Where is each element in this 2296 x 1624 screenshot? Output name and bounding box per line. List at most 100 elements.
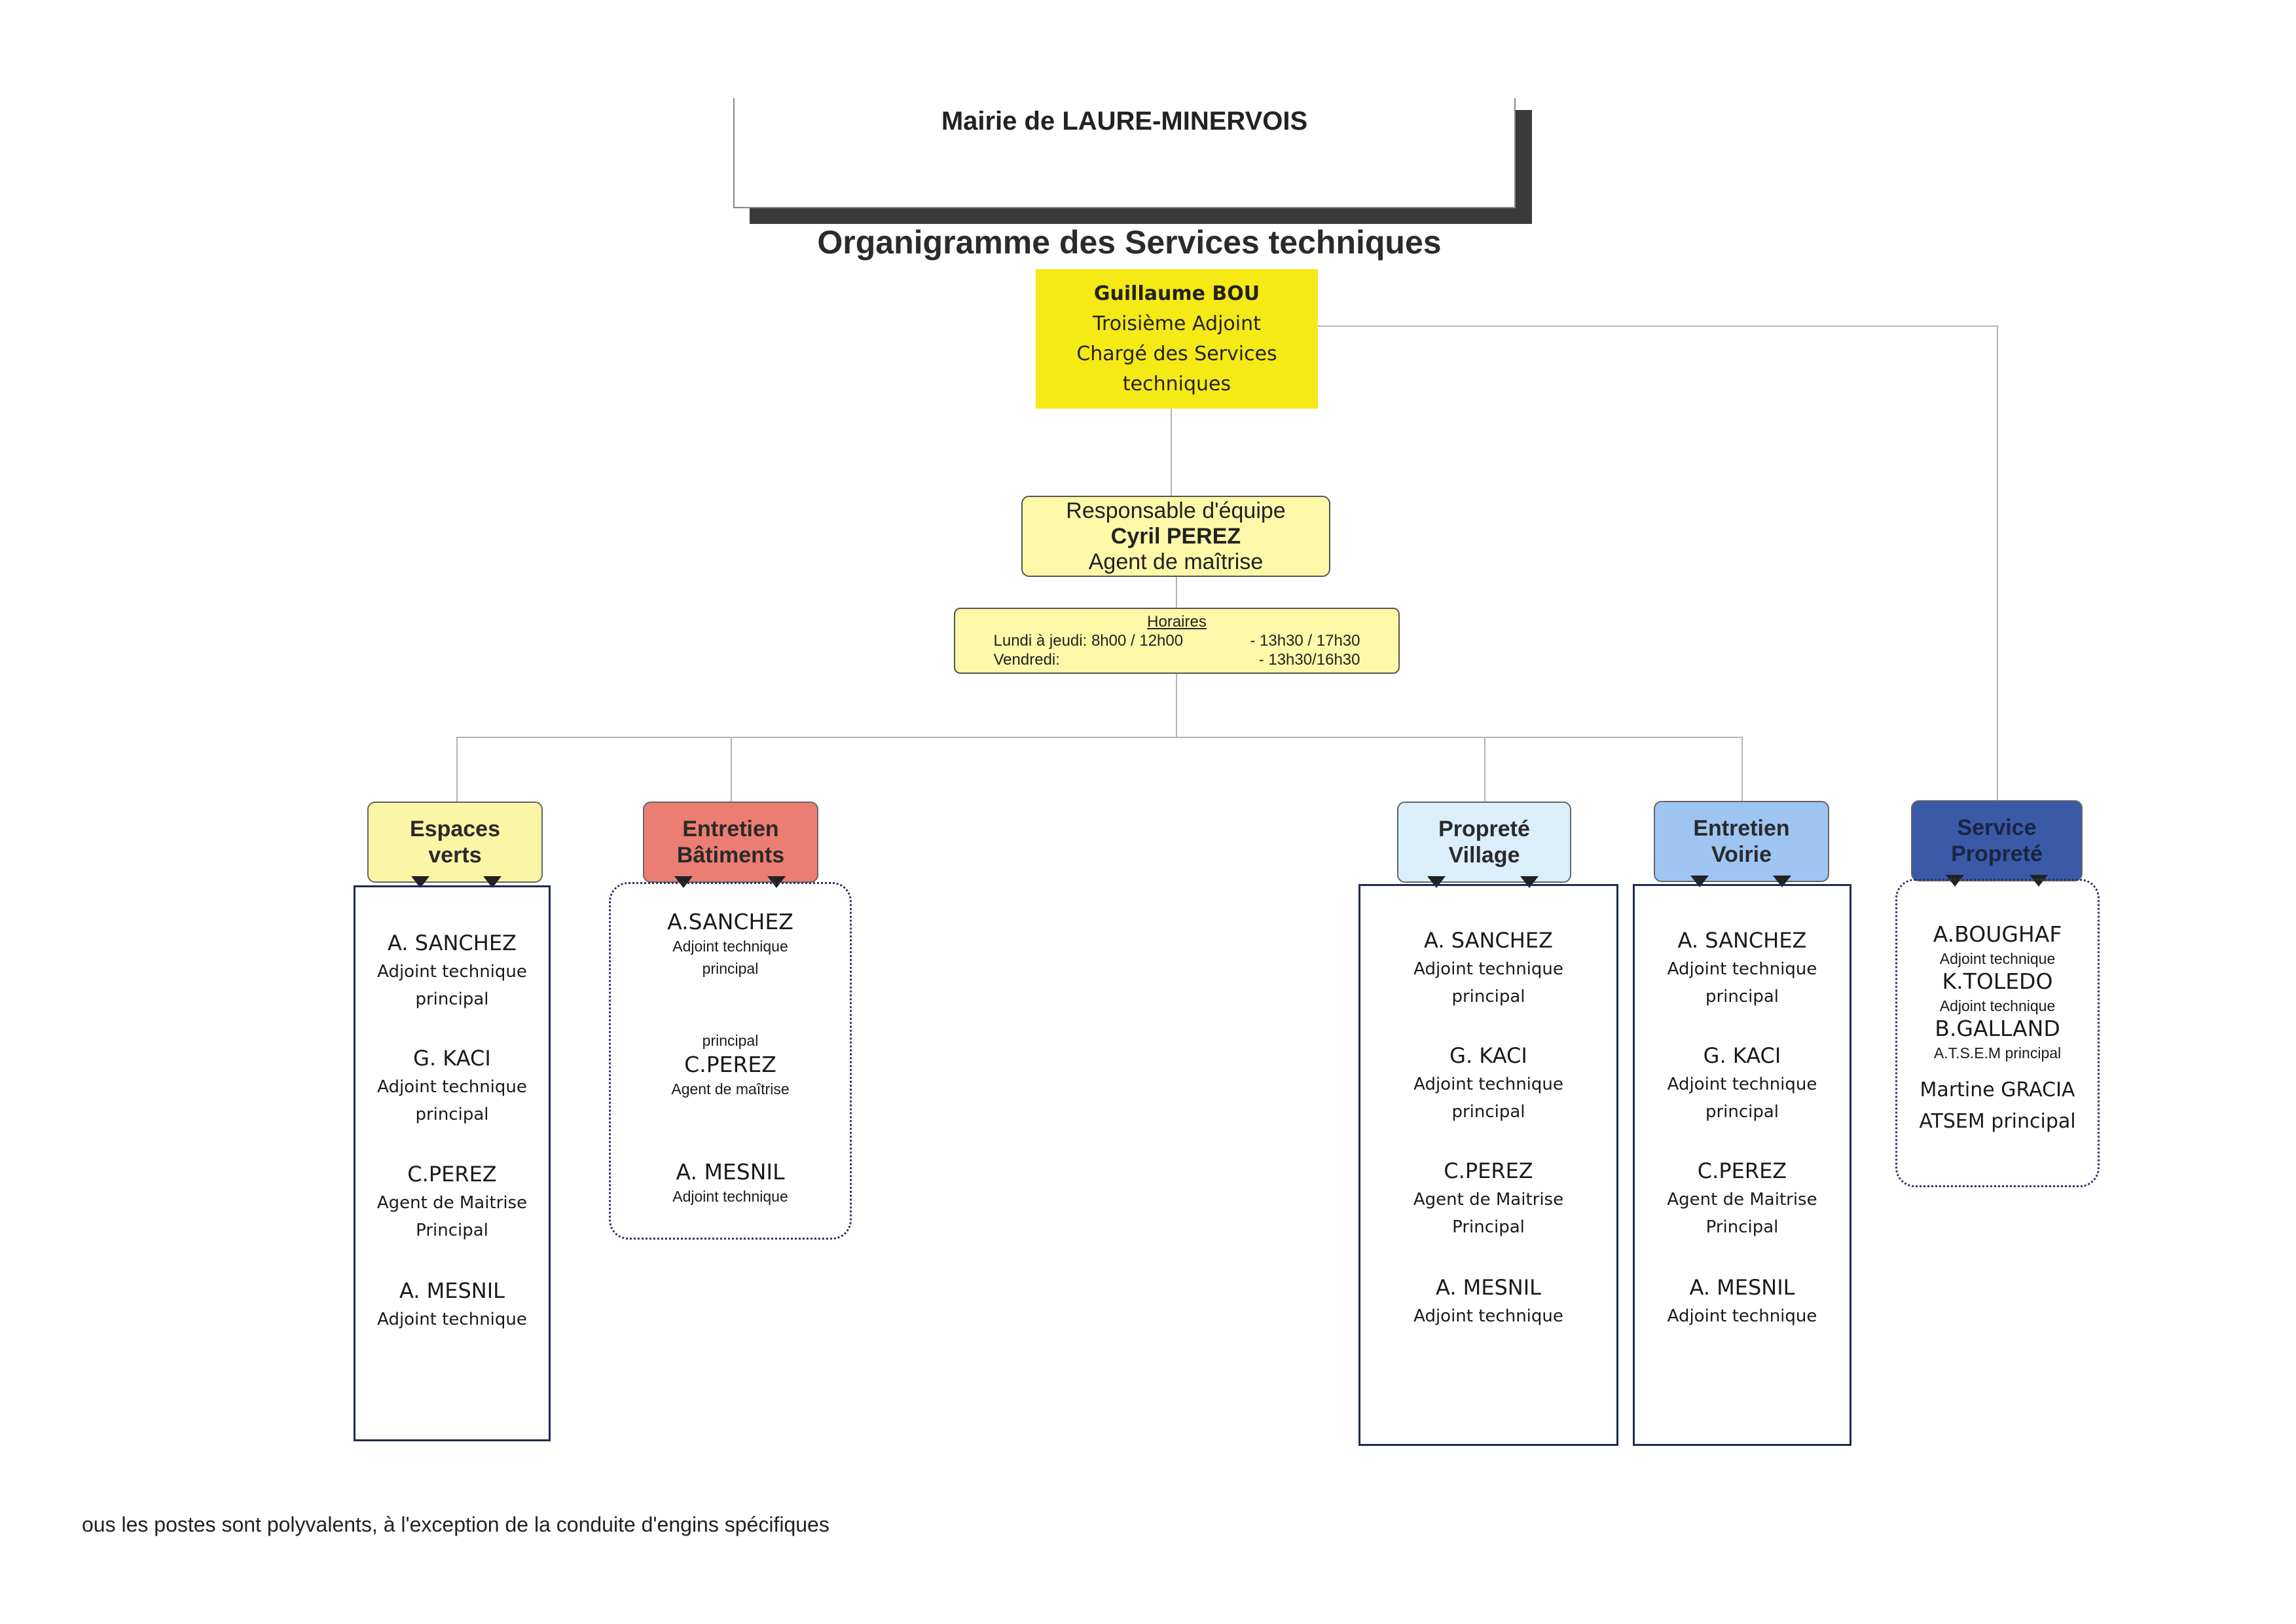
members-box-espaces-verts: A. SANCHEZ Adjoint technique principal G…: [354, 885, 551, 1441]
service-label: Service: [1957, 815, 2037, 840]
hours-label: Vendredi:: [993, 651, 1060, 669]
service-label: Propreté: [1438, 817, 1530, 841]
footer-note: ous les postes sont polyvalents, à l'exc…: [82, 1513, 829, 1536]
member-entry: Martine GRACIA ATSEM principal: [1897, 1075, 2098, 1137]
member-role: Adjoint technique: [672, 1188, 788, 1205]
member-name: A. MESNIL: [1689, 1275, 1795, 1300]
member-name: A. MESNIL: [676, 1159, 785, 1185]
member-role: Adjoint technique: [377, 1077, 527, 1097]
connector-lead-right: [1318, 325, 1998, 327]
member-entry: A.BOUGHAF Adjoint technique: [1897, 921, 2098, 970]
member-entry: C.PEREZ Agent de Maitrise Principal: [355, 1159, 549, 1244]
member-name: G. KACI: [1449, 1043, 1527, 1068]
page-title: Organigramme des Services techniques: [817, 224, 1442, 261]
member-role: Adjoint technique: [1413, 1306, 1563, 1326]
members-box-service-proprete: A.BOUGHAF Adjoint technique K.TOLEDO Adj…: [1895, 879, 2100, 1187]
service-header-proprete-village: Propreté Village: [1397, 802, 1571, 883]
hours-box: Horaires Lundi à jeudi: 8h00 / 12h00 - 1…: [954, 608, 1400, 674]
responsible-grade: Agent de maîtrise: [1088, 549, 1264, 574]
member-entry: A.SANCHEZ Adjoint technique principal: [611, 909, 850, 980]
member-name: K.TOLEDO: [1942, 969, 2053, 994]
header-shadow: [1514, 110, 1532, 223]
member-entry: C.PEREZ Agent de Maitrise Principal: [1360, 1156, 1616, 1241]
service-label: Entretien: [1693, 816, 1790, 841]
member-role: Adjoint technique: [1939, 950, 2056, 967]
municipality-name: Mairie de LAURE-MINERVOIS: [941, 106, 1308, 136]
connector-hours-down: [1176, 674, 1177, 738]
member-role: Principal: [1452, 1217, 1525, 1237]
member-entry: B.GALLAND A.T.S.E.M principal: [1897, 1016, 2098, 1064]
member-role: Adjoint technique: [1413, 1075, 1563, 1094]
connector-drop-proprete-village: [1484, 737, 1485, 802]
member-role: principal: [1451, 987, 1525, 1006]
member-role: Agent de maîtrise: [671, 1080, 790, 1098]
member-entry: A. MESNIL Adjoint technique: [1360, 1272, 1616, 1330]
member-entry: A. SANCHEZ Adjoint technique principal: [1635, 925, 1850, 1010]
member-role: Adjoint technique: [672, 938, 788, 955]
member-role: Adjoint technique: [1667, 1075, 1817, 1094]
lead-role: techniques: [1122, 372, 1231, 396]
member-name: G. KACI: [413, 1046, 491, 1071]
service-label: Propreté: [1951, 841, 2043, 866]
member-entry: principal C.PEREZ Agent de maîtrise: [611, 1029, 850, 1100]
service-label: Entretien: [682, 817, 779, 841]
member-name: A.BOUGHAF: [1933, 921, 2062, 947]
service-label: Voirie: [1711, 842, 1772, 867]
connector-responsible-to-hours: [1176, 577, 1177, 608]
responsible-title: Responsable d'équipe: [1066, 498, 1286, 523]
member-name: A. SANCHEZ: [1424, 928, 1553, 953]
member-role: principal: [415, 989, 489, 1009]
member-role: principal: [415, 1105, 489, 1124]
hours-value: - 13h30 / 17h30: [1250, 632, 1360, 650]
responsible-name: Cyril PEREZ: [1110, 523, 1241, 549]
header-frame: [733, 98, 1516, 208]
members-box-entretien-batiments: A.SANCHEZ Adjoint technique principal pr…: [609, 882, 852, 1240]
member-role: Agent de Maitrise: [1667, 1190, 1817, 1209]
connector-horizontal-bus: [456, 737, 1742, 738]
service-label: Espaces: [410, 817, 500, 841]
hours-row-friday: Vendredi: - 13h30/16h30: [994, 650, 1360, 669]
member-role: Agent de Maitrise: [1413, 1190, 1564, 1209]
member-name: A. SANCHEZ: [1677, 928, 1807, 953]
lead-name: Guillaume BOU: [1093, 282, 1260, 305]
service-label: Village: [1448, 843, 1520, 868]
member-entry: C.PEREZ Agent de Maitrise Principal: [1635, 1156, 1850, 1241]
connector-drop-espaces: [456, 737, 458, 802]
connector-drop-voirie: [1741, 737, 1743, 801]
lead-role: Troisième Adjoint: [1093, 312, 1261, 335]
member-name: C.PEREZ: [684, 1052, 776, 1077]
connector-drop-batiments: [731, 737, 732, 802]
member-name: C.PEREZ: [1697, 1158, 1787, 1183]
member-role: Principal: [416, 1221, 488, 1240]
member-entry: K.TOLEDO Adjoint technique: [1897, 969, 2098, 1017]
member-name: Martine GRACIA: [1920, 1079, 2075, 1101]
service-header-espaces-verts: Espaces verts: [367, 802, 543, 883]
hours-row-weekdays: Lundi à jeudi: 8h00 / 12h00 - 13h30 / 17…: [994, 631, 1360, 650]
member-entry: G. KACI Adjoint technique principal: [1360, 1041, 1616, 1126]
member-role: Adjoint technique: [1413, 959, 1563, 979]
member-role: Adjoint technique: [1939, 997, 2056, 1014]
member-role: Agent de Maitrise: [376, 1193, 528, 1213]
service-label: Bâtiments: [676, 843, 785, 868]
member-entry: G. KACI Adjoint technique principal: [355, 1043, 549, 1128]
member-entry: A. MESNIL Adjoint technique: [611, 1159, 850, 1208]
member-role: principal: [702, 960, 759, 977]
lead-box: Guillaume BOU Troisième Adjoint Chargé d…: [1036, 269, 1318, 409]
member-entry: A. MESNIL Adjoint technique: [355, 1276, 549, 1333]
header-shadow: [750, 207, 1532, 224]
service-label: verts: [428, 843, 482, 868]
members-box-proprete-village: A. SANCHEZ Adjoint technique principal G…: [1358, 884, 1618, 1446]
connector-lead-to-responsible: [1171, 409, 1172, 496]
lead-role: Chargé des Services: [1076, 342, 1277, 365]
member-role: Adjoint technique: [377, 962, 527, 982]
arrow-down-icon: [483, 876, 501, 888]
member-role: Adjoint technique: [1667, 1306, 1817, 1326]
hours-value: - 13h30/16h30: [1258, 651, 1360, 669]
member-role: principal: [1705, 987, 1779, 1006]
member-entry: A. MESNIL Adjoint technique: [1635, 1272, 1850, 1330]
hours-label: Lundi à jeudi: 8h00 / 12h00: [993, 632, 1184, 650]
arrow-down-icon: [2030, 875, 2048, 887]
member-role: A.T.S.E.M principal: [1933, 1044, 2062, 1061]
member-entry: A. SANCHEZ Adjoint technique principal: [355, 928, 549, 1013]
member-role: principal: [1451, 1102, 1525, 1122]
